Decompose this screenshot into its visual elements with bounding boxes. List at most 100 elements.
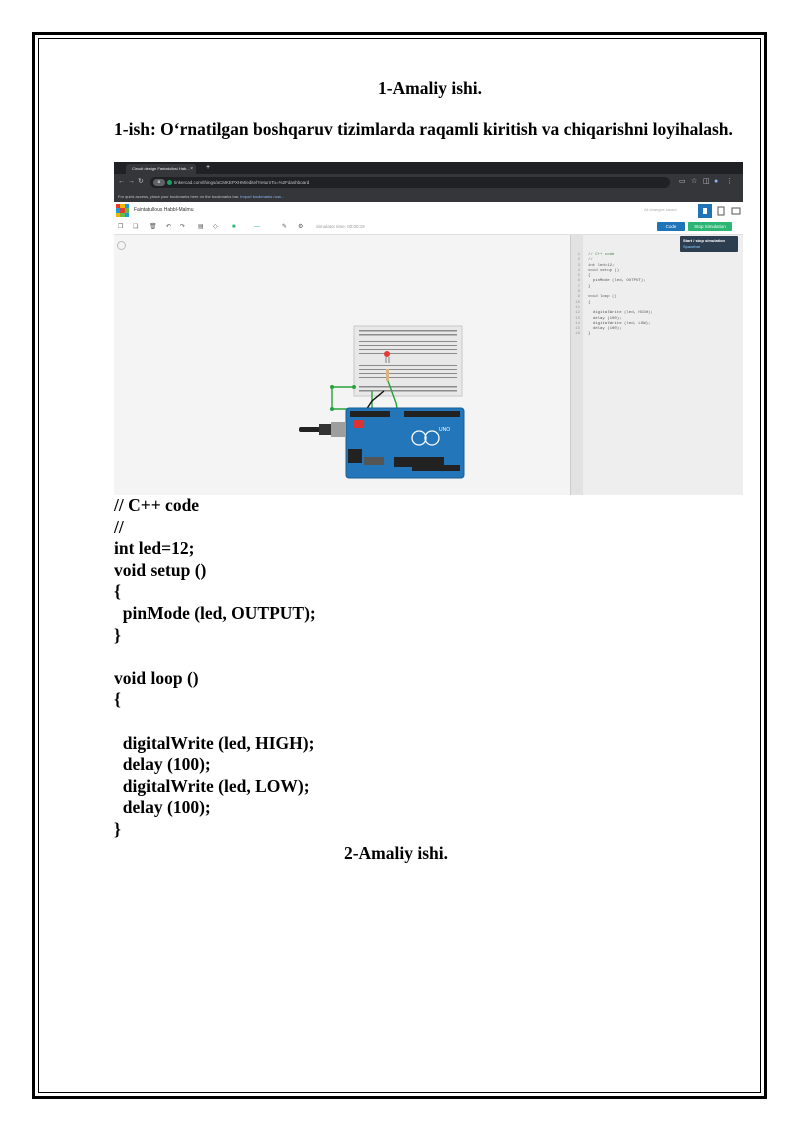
paste-icon[interactable]: ❏ [133, 224, 139, 230]
circuit-view-button[interactable] [698, 204, 712, 218]
close-icon[interactable]: × [190, 166, 193, 172]
url-input[interactable]: ⚙ tinkercad.com/things/aCMKEPXHM/editel?… [150, 177, 670, 188]
editor-line: 6 pinMode (led, OUTPUT); [572, 279, 653, 284]
bookmarks-text: For quick access, place your bookmarks h… [118, 194, 240, 199]
code-listing: // C++ code//int led=12;void setup (){ p… [114, 495, 316, 841]
star-icon[interactable]: ☆ [691, 178, 698, 185]
editor-line-text: void loop () [588, 295, 617, 300]
code-line: // [114, 516, 124, 537]
editor-line: 5{ [572, 274, 653, 279]
tinkercad-screenshot: Circuit design Fantatullosi Hab... × + ←… [114, 162, 743, 495]
back-icon[interactable]: ← [118, 178, 125, 185]
editor-line-text: { [588, 300, 591, 305]
profile-icon[interactable]: ● [714, 178, 719, 185]
tinkercad-header: Faintatullous Habbl-Malmu All changes sa… [114, 202, 743, 221]
line-number: 11 [575, 305, 580, 310]
line-number: 6 [577, 279, 580, 284]
delete-icon[interactable]: 🗑 [149, 224, 157, 230]
import-bookmarks-link[interactable]: Import bookmarks now... [240, 194, 284, 199]
board-label: UNO [439, 427, 450, 433]
editor-line: 16} [572, 332, 653, 337]
editor-line-text: void setup () [588, 268, 620, 273]
code-button[interactable]: Code [657, 222, 685, 231]
breadboard[interactable] [353, 325, 463, 397]
line-number: 13 [575, 316, 580, 321]
editor-line-text: { [588, 274, 591, 279]
code-line: // C++ code [114, 495, 200, 515]
schematic-icon [717, 206, 725, 216]
editor-line: 7} [572, 285, 653, 290]
forward-icon[interactable]: → [128, 178, 135, 185]
url-text: tinkercad.com/things/aCMKEPXHM/editel?re… [174, 180, 310, 185]
editor-line: 1// C++ code [572, 253, 653, 258]
line-number-gutter [571, 235, 583, 495]
new-tab-icon[interactable]: + [206, 164, 211, 171]
editor-line-text: digitalWrite (led, HIGH); [588, 311, 653, 316]
note-icon[interactable]: ▤ [198, 224, 204, 230]
browser-address-bar: ← → ↻ ⚙ tinkercad.com/things/aCMKEPXHM/e… [114, 174, 743, 191]
editor-line: 8 [572, 290, 653, 295]
menu-icon[interactable]: ⋮ [726, 178, 733, 185]
reload-icon[interactable]: ↻ [138, 178, 144, 185]
tooltip-title: Start / stop simulation [683, 238, 726, 243]
save-status: All changes saved [644, 207, 677, 212]
gear-icon[interactable]: ⚙ [298, 224, 304, 230]
task-heading: 1-ish: O‘rnatilgan boshqaruv tizimlarda … [114, 119, 733, 139]
line-number: 14 [575, 321, 580, 326]
code-line: { [114, 581, 121, 602]
list-icon [731, 207, 741, 215]
list-view-button[interactable] [729, 204, 743, 218]
browser-tab[interactable]: Circuit design Fantatullosi Hab... × [126, 164, 196, 174]
line-number: 7 [577, 284, 580, 289]
editor-line-text: delay (100); [588, 316, 622, 321]
site-favicon-icon [167, 180, 172, 185]
bookmarks-bar: For quick access, place your bookmarks h… [114, 191, 743, 202]
color-icon[interactable]: ■ [232, 224, 236, 230]
editor-line: 9 void loop () [572, 295, 653, 300]
editor-line-text: // C++ code [588, 253, 615, 257]
copy-icon[interactable]: ❐ [118, 224, 124, 230]
line-number: 9 [577, 295, 580, 300]
editor-line: 13 delay (100); [572, 317, 653, 322]
code-line [114, 646, 316, 668]
red-led[interactable] [384, 351, 390, 363]
stop-simulation-button[interactable]: Stop Simulation [688, 222, 732, 231]
line-number: 15 [575, 327, 580, 332]
page-border-inner [38, 38, 761, 1093]
circuit-canvas[interactable]: UNO [114, 235, 570, 495]
line-number: 8 [577, 290, 580, 295]
editor-line-text: } [588, 284, 591, 289]
editor-line-text: // [588, 258, 593, 263]
tab-title: Circuit design Fantatullosi Hab... [132, 166, 190, 171]
line-number: 5 [577, 274, 580, 279]
pen-icon[interactable]: ✎ [282, 224, 288, 230]
usb-cable[interactable] [299, 422, 345, 437]
site-info-icon[interactable]: ⚙ [153, 179, 165, 186]
editor-line: 2// [572, 258, 653, 263]
extensions-icon[interactable]: ◫ [703, 178, 710, 185]
editor-line-text: int led=12; [588, 263, 615, 268]
cast-icon[interactable]: ▭ [679, 178, 686, 185]
resistor[interactable] [386, 369, 389, 381]
code-line: int led=12; [114, 538, 195, 559]
tinkercad-logo-icon[interactable] [116, 204, 129, 217]
arduino-uno-board[interactable]: UNO [345, 407, 465, 479]
project-title[interactable]: Faintatullous Habbl-Malmu [134, 207, 194, 213]
undo-icon[interactable]: ↶ [166, 224, 172, 230]
editor-line: 12 digitalWrite (led, HIGH); [572, 311, 653, 316]
circuit-drawing: UNO [299, 325, 465, 479]
zoom-fit-icon[interactable] [117, 241, 126, 250]
code-line: { [114, 689, 121, 710]
editor-line-text: digitalWrite (led, LOW); [588, 321, 651, 326]
redo-icon[interactable]: ↷ [180, 224, 186, 230]
code-line [114, 711, 316, 733]
wire-type-icon[interactable]: — [254, 224, 260, 230]
flip-icon[interactable]: ◇ [213, 224, 218, 230]
line-number: 10 [575, 300, 580, 305]
schematic-view-button[interactable] [714, 204, 728, 218]
code-line: digitalWrite (led, HIGH); [114, 732, 315, 753]
